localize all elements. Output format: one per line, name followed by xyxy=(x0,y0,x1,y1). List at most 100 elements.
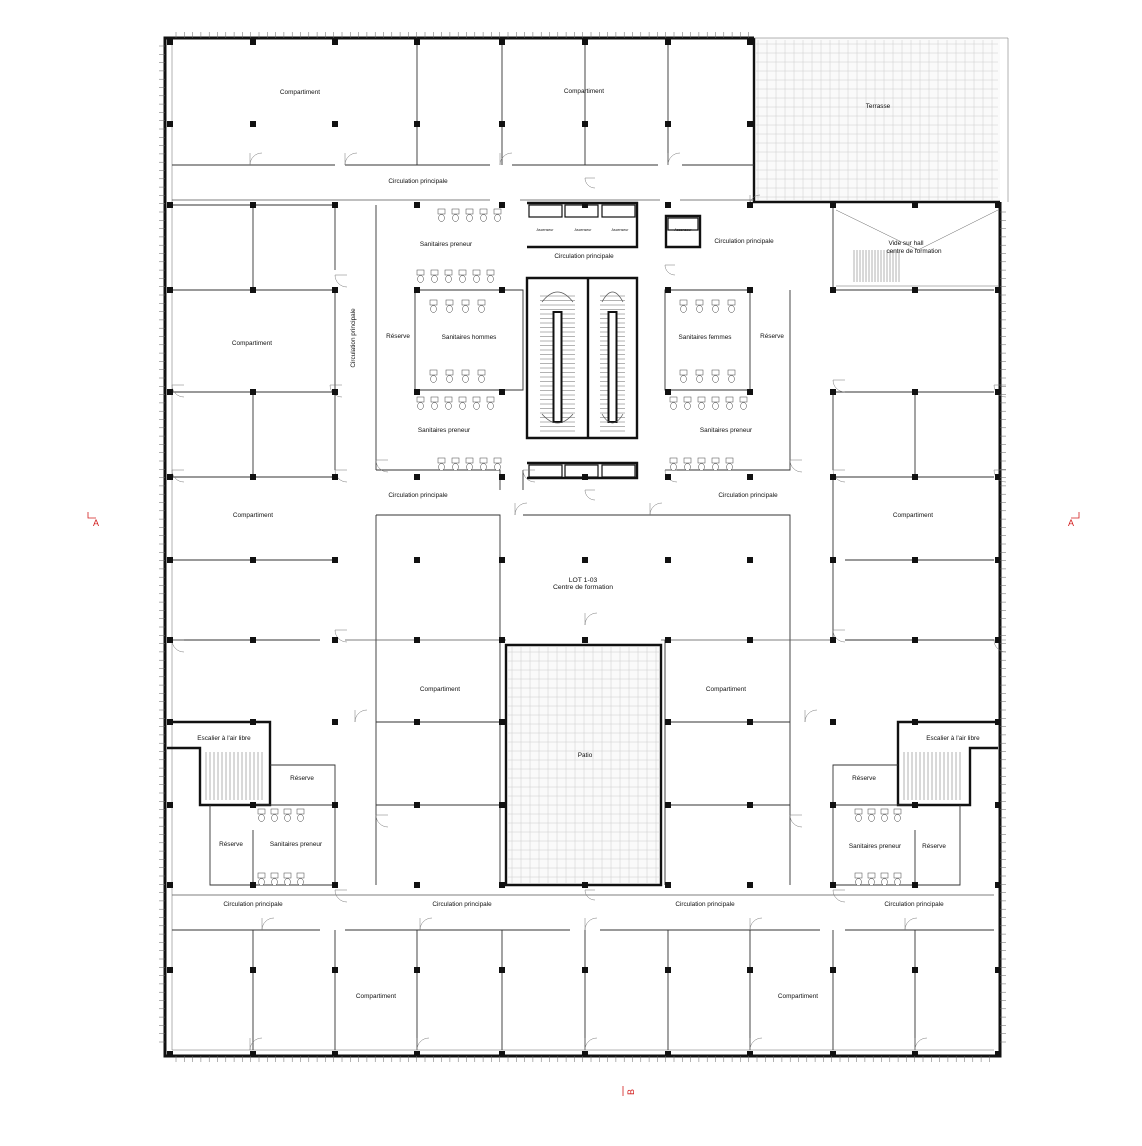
column xyxy=(414,882,420,888)
label-compartment-7: Compartiment xyxy=(706,686,746,693)
column xyxy=(665,802,671,808)
door-swing xyxy=(667,152,681,166)
toilet xyxy=(296,808,305,815)
toilet xyxy=(257,808,266,815)
column xyxy=(830,637,836,643)
toilet xyxy=(669,396,678,403)
column xyxy=(912,202,918,208)
door-swing xyxy=(354,709,368,723)
column xyxy=(499,121,505,127)
door-swing xyxy=(419,917,433,931)
label-circulation-bottom-3: Circulation principale xyxy=(675,901,735,908)
toilet xyxy=(445,299,454,306)
column xyxy=(995,719,1001,725)
column xyxy=(167,967,173,973)
column xyxy=(250,882,256,888)
column xyxy=(912,389,918,395)
column xyxy=(665,202,671,208)
door-swing xyxy=(344,152,358,166)
column xyxy=(414,967,420,973)
column xyxy=(747,39,753,45)
door-swing xyxy=(649,502,663,516)
toilet xyxy=(696,305,703,313)
stair-curve xyxy=(541,413,574,424)
column xyxy=(665,967,671,973)
column xyxy=(499,474,505,480)
door-swing xyxy=(914,1037,928,1051)
column xyxy=(912,719,918,725)
column xyxy=(250,389,256,395)
column xyxy=(912,882,918,888)
toilet xyxy=(894,878,901,886)
toilet xyxy=(493,208,502,215)
label-void-line1: Vide sur hall xyxy=(888,240,923,247)
column xyxy=(332,287,338,293)
toilet xyxy=(271,878,278,886)
column xyxy=(830,389,836,395)
toilet xyxy=(695,299,704,306)
stair-curve xyxy=(601,413,624,424)
column xyxy=(332,121,338,127)
toilet xyxy=(461,299,470,306)
column xyxy=(747,802,753,808)
toilet xyxy=(438,214,445,222)
door-swing xyxy=(334,274,348,288)
label-tenant-sanitary-4: Sanitaires preneur xyxy=(270,841,323,848)
column xyxy=(912,802,918,808)
column xyxy=(250,967,256,973)
column xyxy=(167,719,173,725)
door-swing xyxy=(514,502,528,516)
column xyxy=(250,474,256,480)
column xyxy=(582,202,588,208)
column xyxy=(499,557,505,563)
toilet xyxy=(725,396,734,403)
toilet xyxy=(684,402,691,410)
column xyxy=(582,557,588,563)
toilet xyxy=(466,214,473,222)
column xyxy=(499,389,505,395)
toilet xyxy=(446,375,453,383)
label-compartment-8: Compartiment xyxy=(356,993,396,1000)
column xyxy=(332,637,338,643)
toilet xyxy=(670,402,677,410)
toilet xyxy=(477,369,486,376)
toilet xyxy=(480,214,487,222)
column xyxy=(167,637,173,643)
column xyxy=(332,202,338,208)
terrace-area xyxy=(754,38,1000,202)
column xyxy=(332,557,338,563)
column xyxy=(414,287,420,293)
interior-walls xyxy=(167,44,999,1050)
toilet xyxy=(431,275,438,283)
column xyxy=(995,637,1001,643)
toilet xyxy=(451,208,460,215)
door-swing xyxy=(522,469,536,483)
patio-area xyxy=(506,645,661,885)
label-circulation-vertical: Circulation principale xyxy=(350,308,357,368)
toilet xyxy=(472,269,481,276)
column xyxy=(665,882,671,888)
sanitary-fixtures xyxy=(257,208,902,886)
toilet xyxy=(893,872,902,879)
label-compartment-4: Compartiment xyxy=(233,512,273,519)
door-swing xyxy=(171,384,185,398)
toilet xyxy=(711,457,720,464)
toilet xyxy=(417,275,424,283)
toilet xyxy=(438,463,445,471)
column xyxy=(830,802,836,808)
elevator-car xyxy=(667,217,699,231)
toilet xyxy=(494,463,501,471)
label-patio: Patio xyxy=(578,752,593,759)
section-marker-a-left: A xyxy=(93,518,99,528)
door-swing xyxy=(334,629,348,643)
toilet xyxy=(670,463,677,471)
toilet xyxy=(712,305,719,313)
column xyxy=(499,967,505,973)
column xyxy=(912,474,918,480)
section-markers: A A B xyxy=(87,512,1080,1096)
toilet xyxy=(297,814,304,822)
label-circulation-mid-right: Circulation principale xyxy=(718,492,778,499)
column xyxy=(582,882,588,888)
toilet xyxy=(431,402,438,410)
